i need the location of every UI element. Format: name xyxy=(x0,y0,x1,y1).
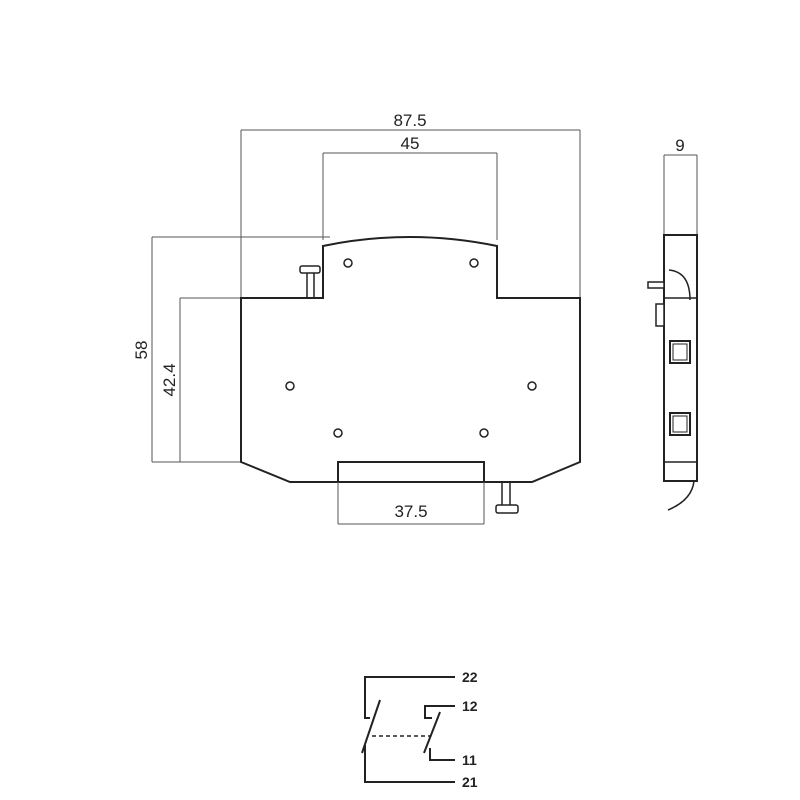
terminal-22-label: 22 xyxy=(462,669,478,685)
body-height-label: 42.4 xyxy=(160,363,179,396)
hole xyxy=(343,258,353,268)
front-view xyxy=(240,236,581,514)
hole xyxy=(527,381,537,391)
side-slot xyxy=(669,412,691,436)
front-view-outline xyxy=(240,236,581,483)
dimension-top-width: 45 xyxy=(322,134,498,240)
terminal-21-label: 21 xyxy=(462,774,478,790)
side-slot xyxy=(669,340,691,364)
hole xyxy=(285,381,295,391)
hole xyxy=(469,258,479,268)
hole xyxy=(479,428,489,438)
top-width-label: 45 xyxy=(401,134,420,153)
total-height-label: 58 xyxy=(132,341,151,360)
dimension-body-height: 42.4 xyxy=(160,297,241,463)
bottom-width-label: 37.5 xyxy=(394,502,427,521)
terminal-12-label: 12 xyxy=(462,698,478,714)
dimension-overall-width: 87.5 xyxy=(240,111,581,298)
dimension-bottom-width: 37.5 xyxy=(337,482,485,525)
side-view: 9 xyxy=(647,136,698,511)
bottom-pin xyxy=(495,482,519,514)
terminal-11-label: 11 xyxy=(462,752,477,768)
hole xyxy=(333,428,343,438)
side-depth-label: 9 xyxy=(675,136,684,155)
overall-width-label: 87.5 xyxy=(393,111,426,130)
bottom-tab xyxy=(337,461,485,483)
top-pin xyxy=(299,265,321,298)
contact-schematic: 22 12 11 21 xyxy=(361,669,478,790)
